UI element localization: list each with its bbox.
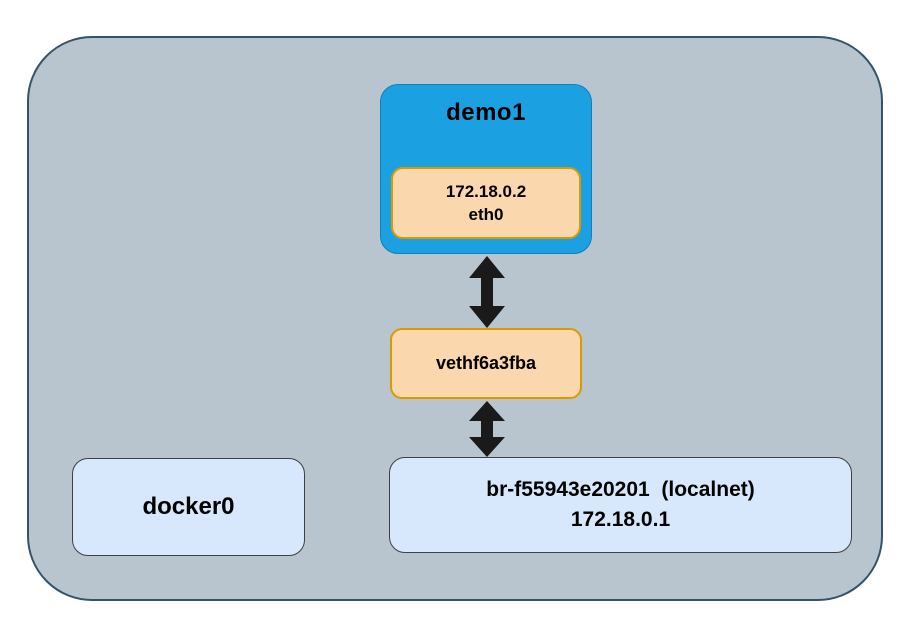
docker0-node: docker0 — [72, 458, 305, 556]
interface-name: eth0 — [468, 205, 504, 224]
container-title: demo1 — [446, 99, 526, 126]
docker0-label: docker0 — [142, 493, 235, 520]
bridge-name: br-f55943e20201 (localnet) — [486, 478, 755, 501]
bridge-ip: 172.18.0.1 — [570, 508, 671, 531]
eth0-interface-node: 172.18.0.2 eth0 — [391, 167, 581, 239]
veth-node: vethf6a3fba — [390, 328, 582, 399]
veth-label: vethf6a3fba — [435, 353, 537, 373]
bridge-node: br-f55943e20201 (localnet) 172.18.0.1 — [389, 457, 852, 553]
interface-ip: 172.18.0.2 — [445, 182, 527, 201]
